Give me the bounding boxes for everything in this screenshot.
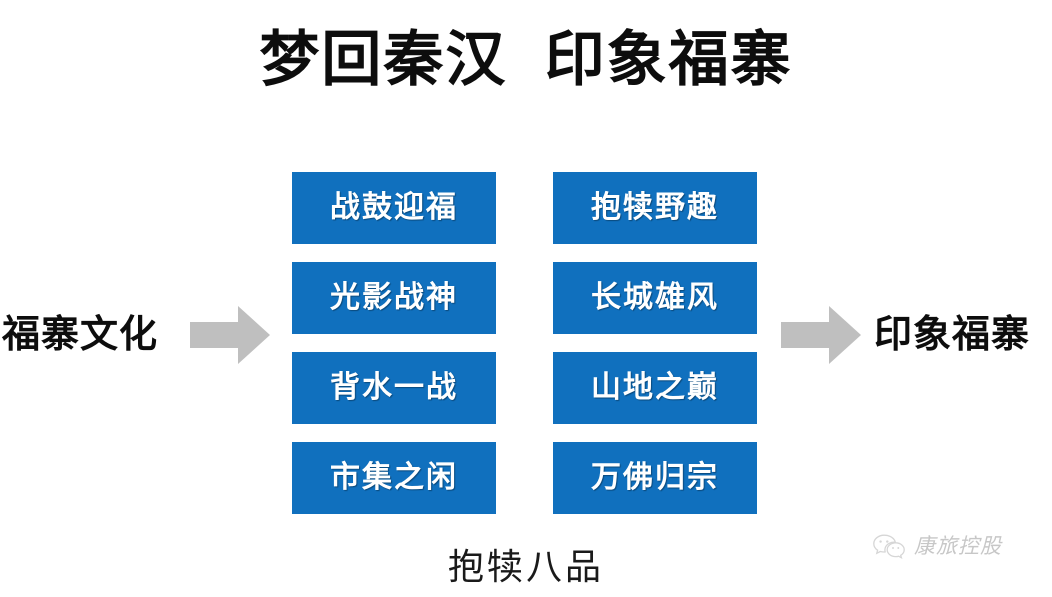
flow-target-label: 印象福寨 (874, 314, 1031, 356)
wechat-icon (872, 533, 906, 561)
arrow-right-icon-left (190, 306, 270, 364)
flow-source-label: 福寨文化 (2, 314, 159, 356)
feature-box-label: 万佛归宗 (591, 461, 719, 494)
feature-column-left: 战鼓迎福 光影战神 背水一战 市集之闲 (292, 172, 496, 514)
feature-box-label: 山地之巅 (591, 371, 719, 404)
feature-column-right: 抱犊野趣 长城雄风 山地之巅 万佛归宗 (553, 172, 757, 514)
feature-box-label: 光影战神 (330, 281, 458, 314)
page-title: 梦回秦汉 印象福寨 (259, 26, 793, 93)
bottom-caption: 抱犊八品 (447, 546, 604, 587)
feature-box-label: 战鼓迎福 (330, 191, 458, 224)
feature-box-label: 背水一战 (330, 371, 458, 404)
feature-box[interactable]: 市集之闲 (292, 442, 496, 514)
feature-box-label: 市集之闲 (330, 461, 458, 494)
feature-box[interactable]: 光影战神 (292, 262, 496, 334)
feature-box[interactable]: 战鼓迎福 (292, 172, 496, 244)
feature-box[interactable]: 长城雄风 (553, 262, 757, 334)
feature-box[interactable]: 山地之巅 (553, 352, 757, 424)
feature-box-label: 长城雄风 (591, 281, 719, 314)
feature-box-label: 抱犊野趣 (591, 191, 719, 224)
arrow-right-icon-right (781, 306, 861, 364)
feature-box[interactable]: 抱犊野趣 (553, 172, 757, 244)
feature-box[interactable]: 背水一战 (292, 352, 496, 424)
watermark: 康旅控股 (872, 533, 1002, 561)
watermark-text: 康旅控股 (914, 535, 1002, 558)
feature-box[interactable]: 万佛归宗 (553, 442, 757, 514)
